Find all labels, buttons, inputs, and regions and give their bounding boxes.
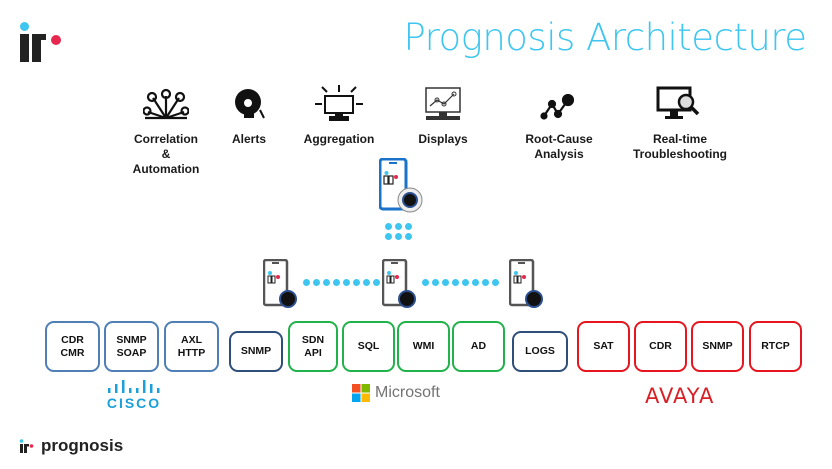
monitoring-node-right (508, 258, 545, 314)
source-avaya-snmp: SNMP (691, 321, 744, 372)
bell-alarm-icon (232, 86, 268, 127)
central-server-device-icon (378, 157, 431, 219)
source-microsoft-ad: AD (452, 321, 505, 372)
source-generic-snmp: SNMP (229, 331, 283, 372)
link-dots-left (303, 279, 380, 286)
network-nodes-icon (142, 88, 190, 125)
microsoft-logo: Microsoft (352, 384, 440, 402)
monitoring-node-left (262, 258, 299, 314)
footer-brand: prognosis (19, 436, 123, 456)
microsoft-windows-icon (352, 384, 370, 402)
ir-logo (18, 20, 66, 64)
cisco-bars-icon (108, 380, 160, 393)
page-title: Prognosis Architecture (403, 16, 807, 59)
root-cause-graph-icon (540, 93, 575, 125)
capability-correlation-automation: Correlation & Automation (132, 132, 200, 176)
capability-alerts: Alerts (231, 132, 266, 146)
source-avaya-rtcp: RTCP (749, 321, 802, 372)
source-avaya-sat: SAT (577, 321, 630, 372)
capability-displays: Displays (418, 132, 468, 146)
link-dots-right (422, 279, 499, 286)
monitoring-node-center (381, 258, 418, 314)
capability-root-cause-analysis: Root-Cause Analysis (525, 132, 593, 161)
source-microsoft-wmi: WMI (397, 321, 450, 372)
source-avaya-cdr: CDR (634, 321, 687, 372)
source-microsoft-sql: SQL (342, 321, 395, 372)
ir-small-logo (19, 439, 34, 453)
central-link-dots (385, 223, 412, 240)
cisco-logo: CISCO (104, 380, 164, 411)
monitor-chart-icon (424, 86, 464, 127)
capability-aggregation: Aggregation (303, 132, 375, 146)
source-generic-logs: LOGS (512, 331, 568, 372)
monitor-magnifier-icon (656, 86, 702, 129)
monitor-arrows-icon (314, 84, 364, 129)
avaya-logo: AVAYA (645, 384, 715, 408)
capability-realtime-troubleshooting: Real-time Troubleshooting (633, 132, 727, 161)
